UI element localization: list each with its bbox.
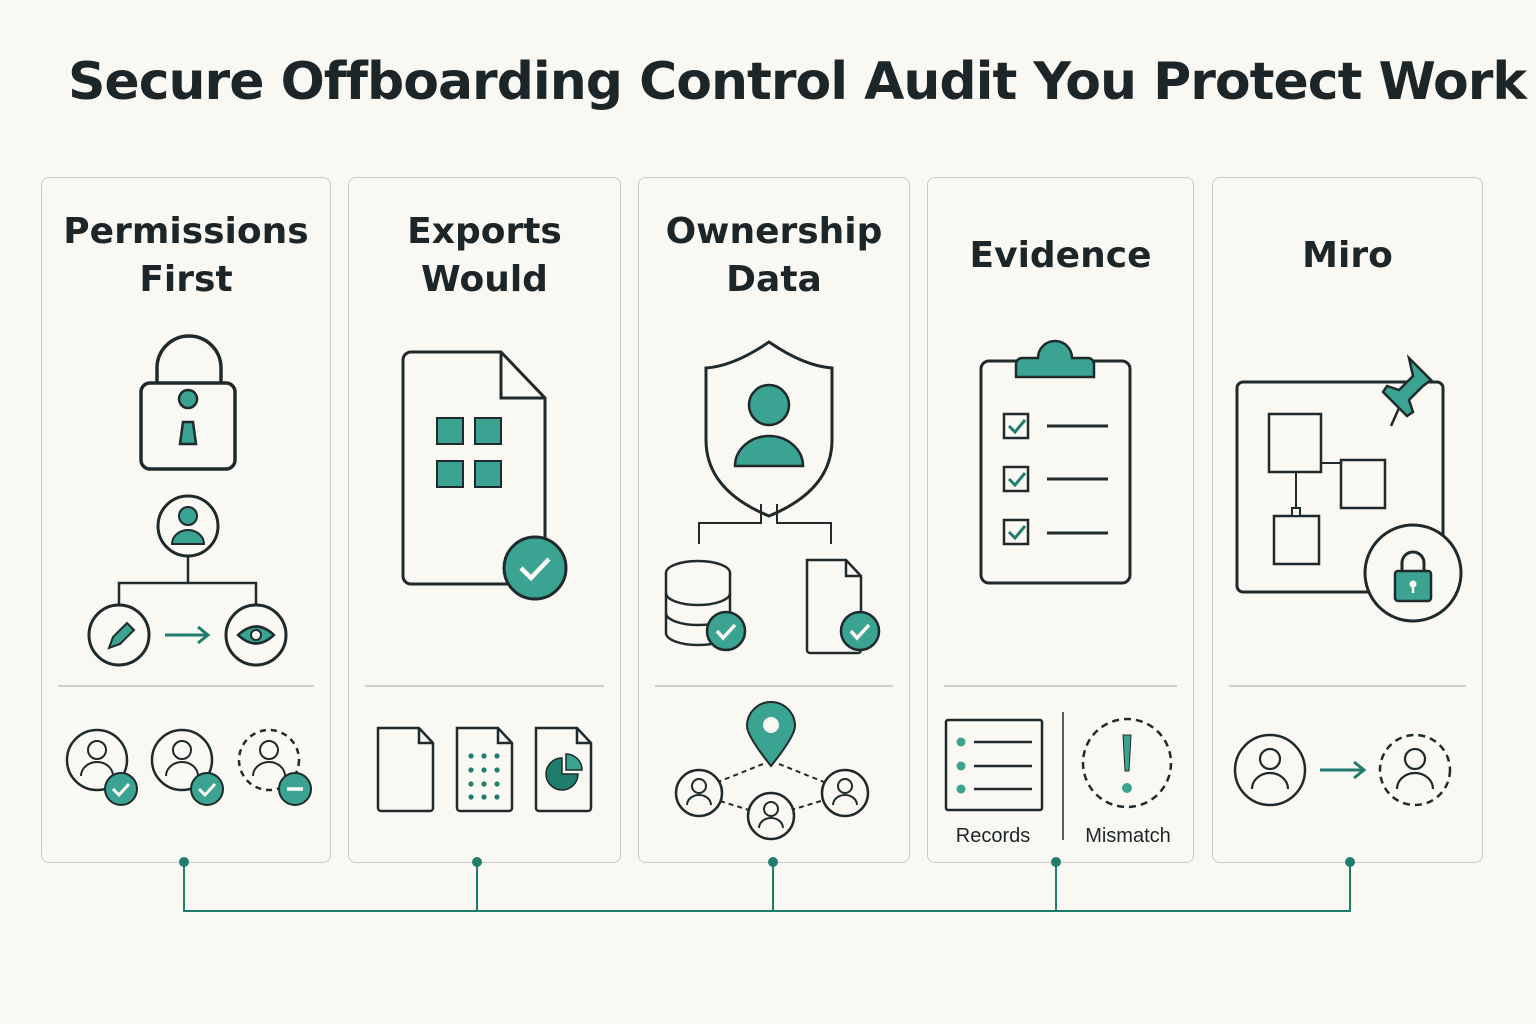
panel-title: Evidence xyxy=(969,235,1152,276)
panel-divider xyxy=(1229,685,1466,687)
arrow-right-icon xyxy=(165,625,211,645)
panel-ownership-data: Ownership Data xyxy=(638,177,910,863)
user-node-icon xyxy=(820,768,870,818)
panel-divider xyxy=(944,685,1177,687)
view-icon xyxy=(224,603,288,667)
records-list-icon xyxy=(944,718,1044,812)
database-icon xyxy=(664,559,747,652)
lock-badge-icon xyxy=(1363,523,1463,623)
ownership-illustration xyxy=(664,340,881,841)
warning-icon xyxy=(1081,717,1173,809)
spreadsheet-file-icon xyxy=(455,726,514,813)
evidence-illustration xyxy=(944,339,1173,840)
user-icon xyxy=(156,494,220,558)
arrow-right-icon xyxy=(1320,760,1367,780)
user-node-icon xyxy=(746,791,796,841)
panel-title: Miro xyxy=(1302,235,1393,276)
miro-illustration xyxy=(1233,354,1463,807)
check-badge-icon xyxy=(502,535,568,601)
shield-user-icon xyxy=(704,340,834,518)
chart-file-icon xyxy=(534,726,593,813)
branch-lines xyxy=(698,504,832,544)
panel-divider xyxy=(58,685,314,687)
permissions-illustration xyxy=(65,334,312,806)
document-check-icon xyxy=(805,558,881,655)
panel-divider xyxy=(655,685,893,687)
hierarchy-lines xyxy=(117,556,258,605)
user-removed-icon xyxy=(237,728,312,806)
panel-title: Ownership Data xyxy=(665,211,883,300)
clipboard-checklist-icon xyxy=(979,339,1132,585)
location-pin-icon xyxy=(745,701,797,768)
current-owner-icon xyxy=(1233,733,1307,807)
padlock-icon xyxy=(139,334,237,471)
new-owner-icon xyxy=(1378,733,1452,807)
user-approved-icon xyxy=(65,728,138,806)
panel-exports-would: Exports Would xyxy=(348,177,621,863)
panel-miro: Miro xyxy=(1212,177,1483,863)
exports-illustration xyxy=(376,350,593,813)
edit-icon xyxy=(87,603,151,667)
panel-permissions-first: Permissions First xyxy=(41,177,331,863)
mismatch-label: Mismatch xyxy=(1085,825,1171,847)
user-node-icon xyxy=(674,768,724,818)
panel-evidence: Evidence xyxy=(927,177,1194,863)
records-label: Records xyxy=(955,825,1031,847)
pushpin-icon xyxy=(1381,354,1433,427)
panel-title: Permissions First xyxy=(63,211,309,300)
panel-divider xyxy=(365,685,604,687)
page-title: Secure Offboarding Control Audit You Pro… xyxy=(67,52,1527,112)
blank-file-icon xyxy=(376,726,435,813)
user-approved-icon xyxy=(150,728,224,806)
panel-title: Exports Would xyxy=(407,211,562,300)
